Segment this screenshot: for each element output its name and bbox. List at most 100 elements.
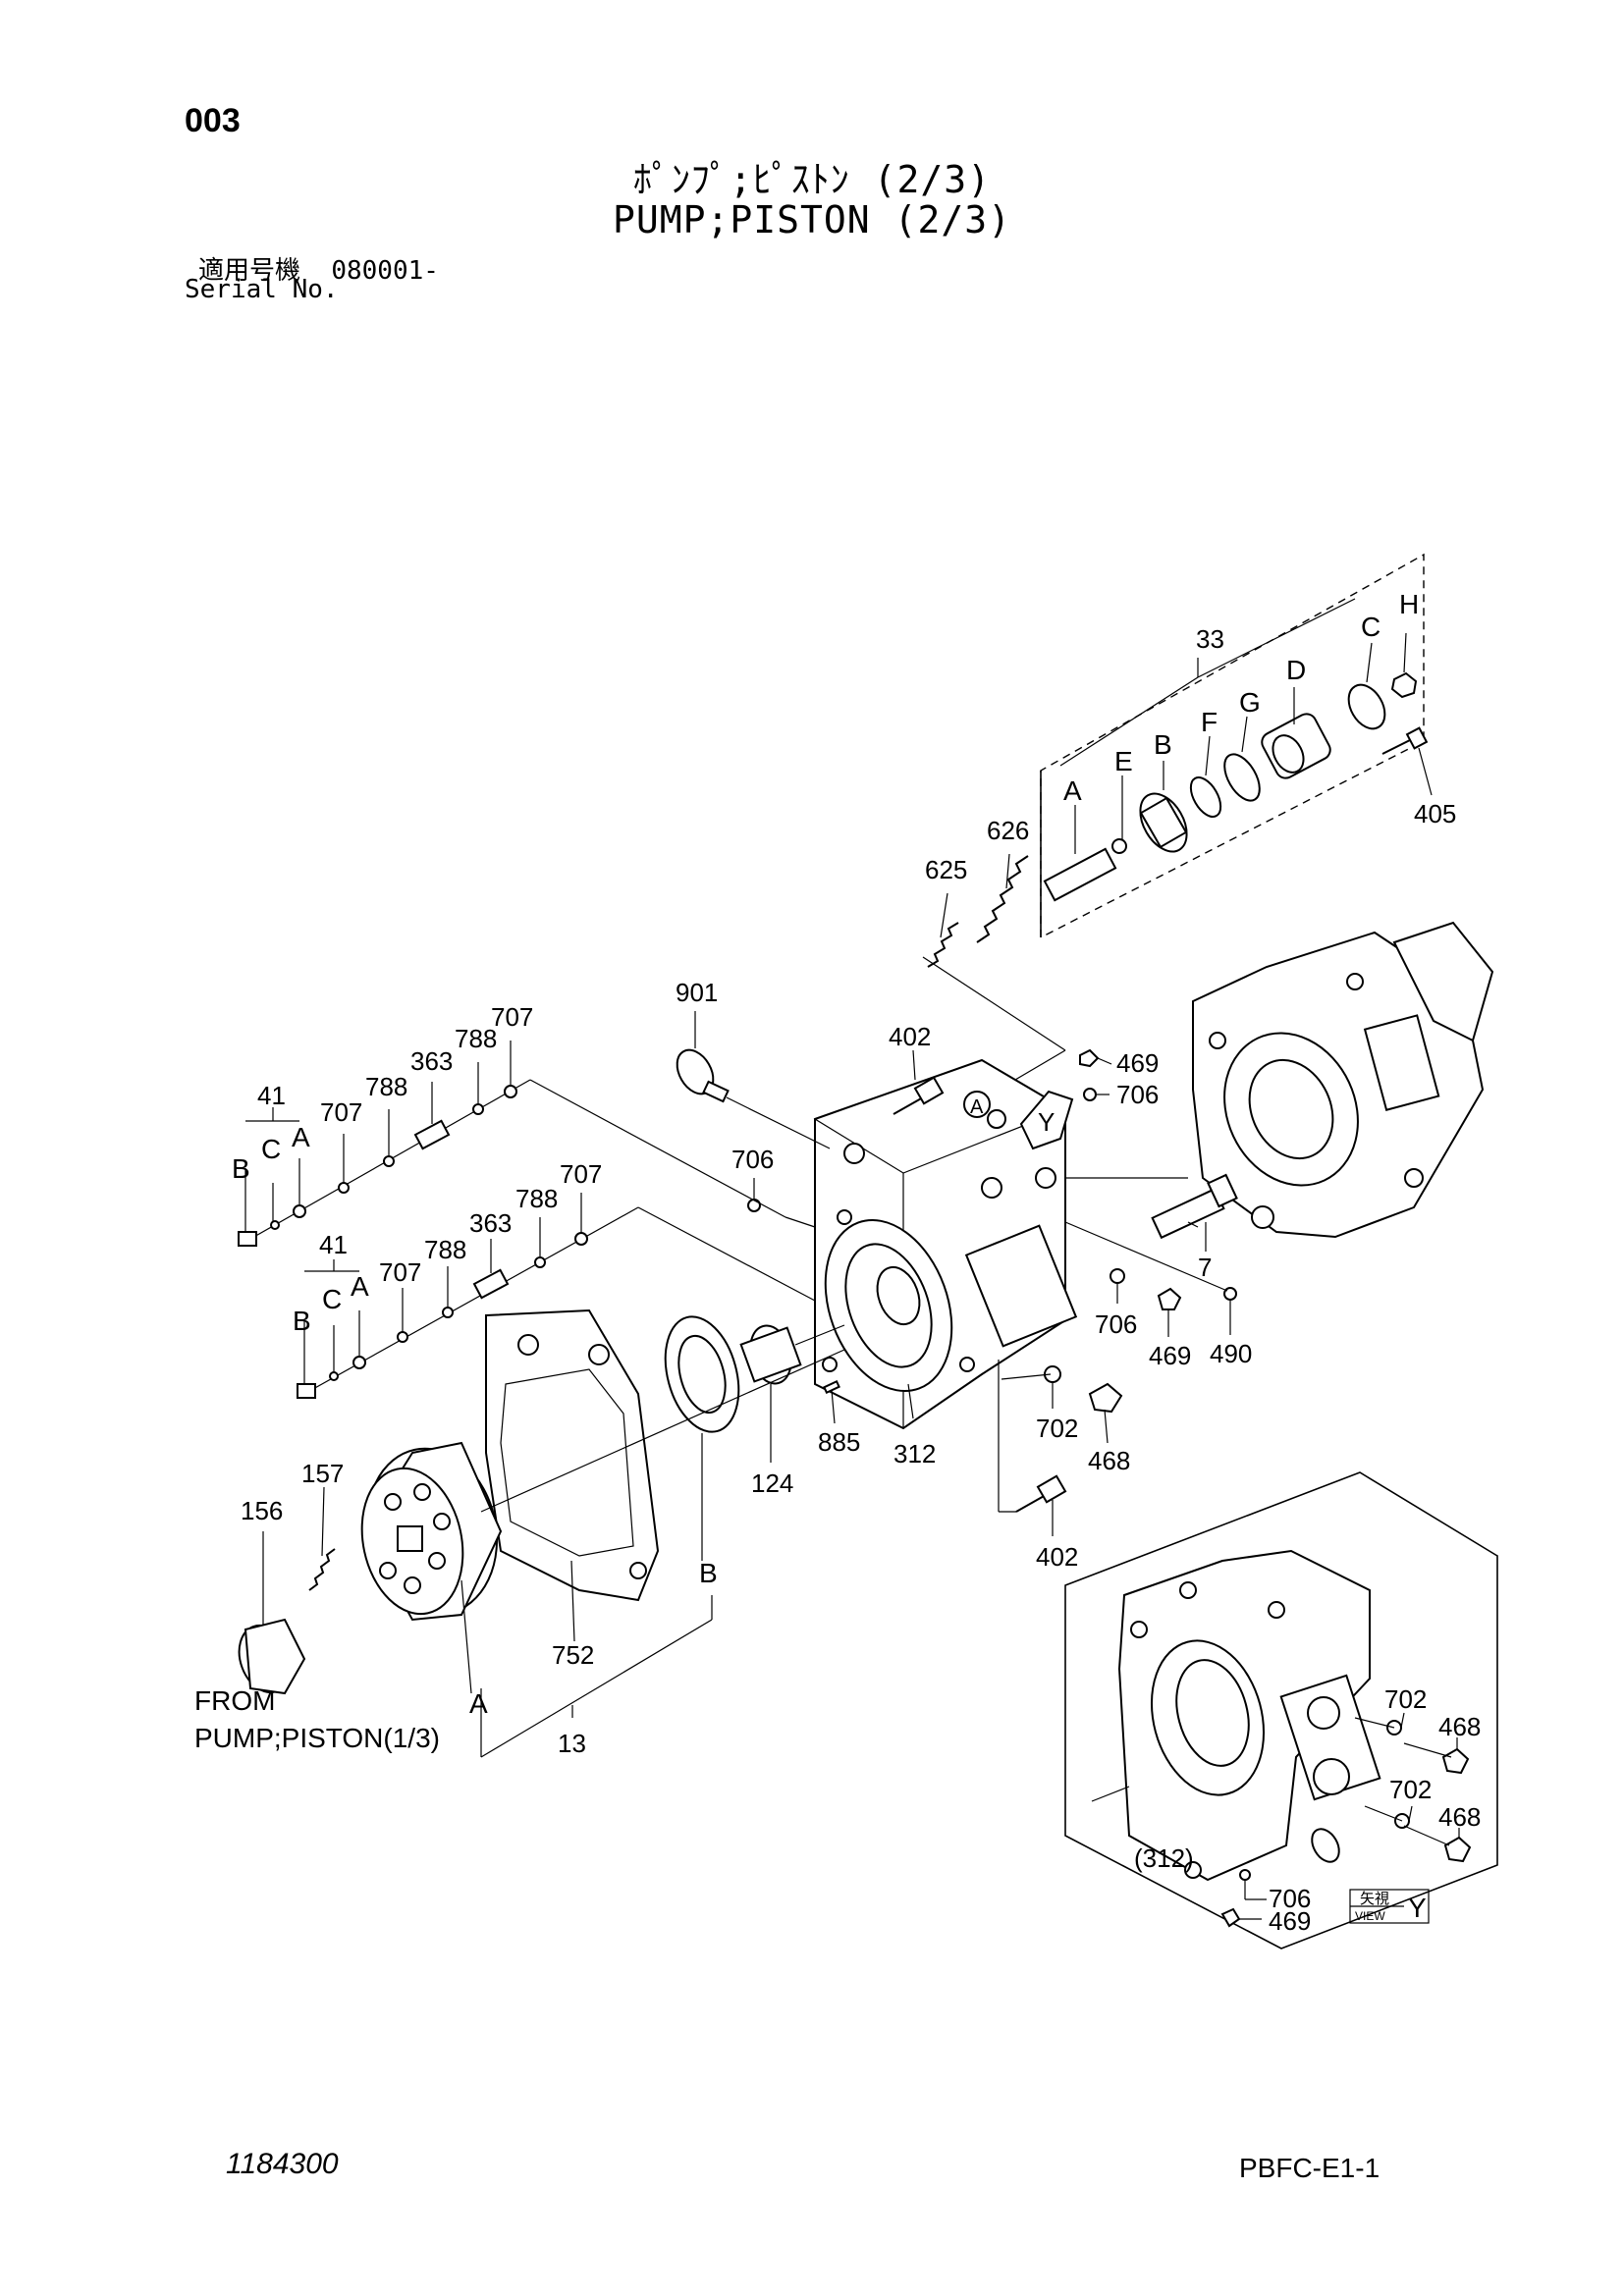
ring-part-c [1347,683,1386,730]
valve-7 [1151,1173,1238,1252]
eye-bolt-901 [676,1011,831,1149]
o-ring-706-right [1110,1268,1125,1284]
label-702: 702 [1036,1414,1078,1443]
pump-casing-312 [813,1058,1078,1430]
document-number: 1184300 [226,2148,339,2180]
plug-part-b [1139,792,1188,853]
bracket-13 [480,1595,713,1758]
o-ring-part-e [1111,838,1127,854]
spring-157 [308,1486,336,1591]
pin-885 [823,1379,840,1424]
cover-part-d [1261,713,1331,779]
label-788-d: 788 [424,1235,466,1264]
plug-469-top [1079,1048,1112,1068]
label-inset-702-a: 702 [1384,1684,1427,1714]
label-inset-702-b: 702 [1389,1775,1432,1804]
label-706-right: 706 [1095,1309,1137,1339]
label-626: 626 [987,816,1029,845]
bearing-124 [664,1315,740,1433]
label-group1-c: C [261,1134,281,1164]
label-363-b: 363 [469,1208,512,1238]
label-625: 625 [925,855,967,884]
nut-part-h [1390,671,1418,699]
label-sub-c: C [1361,612,1380,642]
label-788-b: 788 [365,1072,407,1101]
page-code: PBFC-E1-1 [1239,2153,1380,2183]
ring-part-g [1223,753,1261,802]
view-y-arrow [1019,1090,1074,1150]
o-ring-706-top [1083,1088,1110,1101]
control-group-41-lower [297,1193,816,1399]
spool-part-a [1043,805,1117,902]
label-from-line1: FROM [194,1685,275,1716]
label-157: 157 [301,1459,344,1488]
spring-625 [927,892,959,968]
label-405: 405 [1414,799,1456,828]
label-group2-a: A [351,1271,369,1302]
label-363-a: 363 [410,1046,453,1076]
label-sub-e: E [1114,746,1133,776]
label-13: 13 [558,1729,586,1758]
label-706-mid: 706 [731,1145,774,1174]
label-707-a: 707 [491,1002,533,1032]
spring-626 [976,853,1029,943]
label-sub-d: D [1286,655,1306,685]
serial-label-japanese: 適用号機 [198,256,301,286]
label-view-letter: Y [1408,1893,1427,1923]
label-41-a: 41 [257,1081,286,1110]
label-312: 312 [893,1439,936,1468]
label-707-d: 707 [379,1257,421,1287]
serial-label: Serial No. [185,275,339,304]
label-41-b: 41 [319,1230,348,1259]
label-156: 156 [241,1496,283,1525]
label-788-a: 788 [455,1024,497,1053]
label-885: 885 [818,1427,860,1457]
label-469-right: 469 [1149,1341,1191,1370]
label-ref-b-bottom: B [699,1558,718,1588]
label-group2-b: B [293,1306,311,1336]
label-view-en: VIEW [1355,1909,1385,1923]
regulator-assembly-33 [1040,553,1433,938]
gasket-752 [485,1308,660,1642]
label-7: 7 [1198,1253,1212,1282]
label-inset-468-a: 468 [1438,1712,1481,1741]
label-ref-a-bottom: A [469,1688,488,1719]
label-view-jp: 矢視 [1360,1891,1389,1907]
label-sub-f: F [1201,707,1218,737]
plug-490 [1223,1287,1237,1301]
label-view-y-arrow: Y [1038,1107,1055,1137]
label-group1-b: B [232,1153,250,1184]
page-number: 003 [185,102,241,139]
label-inset-468-b: 468 [1438,1802,1481,1832]
label-402-top: 402 [889,1022,931,1051]
spherical-bushing-156 [238,1531,306,1695]
label-707-c: 707 [560,1159,602,1189]
label-sub-a: A [1063,775,1082,806]
label-group2-c: C [322,1284,342,1314]
cylinder-block [360,1349,845,1694]
label-33: 33 [1196,624,1224,654]
label-from-line2: PUMP;PISTON(1/3) [194,1723,440,1753]
label-469-top: 469 [1116,1048,1159,1078]
control-group-41-upper [238,1041,816,1247]
label-752: 752 [552,1640,594,1670]
page-title-japanese: ﾎﾟﾝﾌﾟ;ﾋﾟｽﾄﾝ (2/3) [632,158,992,201]
label-707-b: 707 [320,1097,362,1127]
label-706-top: 706 [1116,1080,1159,1109]
plug-41-lower [297,1383,316,1399]
label-sub-g: G [1239,687,1261,718]
bolt-405 [1381,726,1433,796]
label-inset-312: (312) [1134,1843,1194,1873]
reference-circle-a [963,1091,991,1118]
bolt-402-top [893,1049,945,1115]
ring-part-f [1189,776,1222,818]
label-490: 490 [1210,1339,1252,1368]
needle-bearing [739,1324,802,1463]
serial-value: 080001- [331,256,439,286]
label-inset-706: 706 [1269,1884,1311,1913]
o-ring-706-mid [747,1199,761,1212]
label-402-bottom: 402 [1036,1542,1078,1572]
bolt-402-bottom [998,1360,1067,1536]
view-y-inset [1064,1471,1498,1949]
plug-468 [1088,1382,1123,1444]
